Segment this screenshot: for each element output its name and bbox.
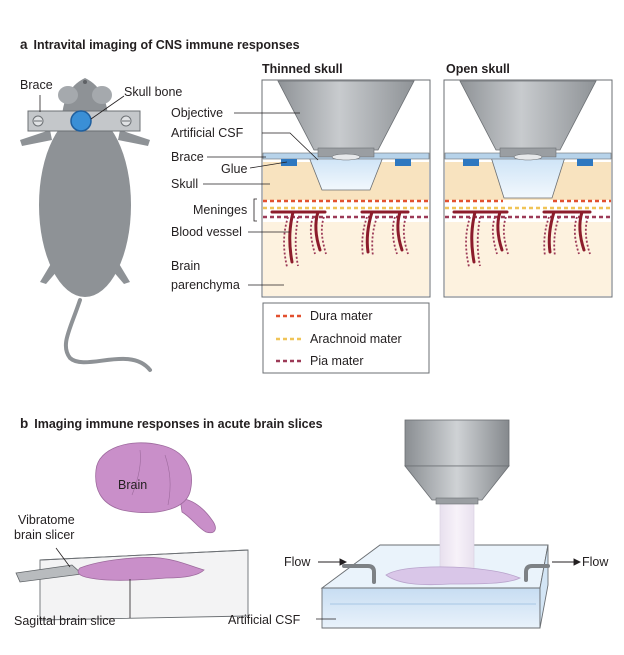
label-sagittal-slice: Sagittal brain slice	[14, 614, 116, 628]
label-brain: Brain	[171, 259, 201, 273]
meninges-legend	[262, 302, 430, 374]
label-artificial-csf-b: Artificial CSF	[228, 613, 301, 627]
label-blood-vessel: Blood vessel	[171, 225, 242, 239]
mouse-left-ear	[58, 86, 78, 104]
flow-arrows	[318, 558, 582, 566]
label-parenchyma: parenchyma	[171, 278, 240, 292]
label-brace-mouse: Brace	[20, 78, 53, 92]
flow-out-tube	[524, 564, 550, 582]
mouse-tail	[63, 298, 152, 372]
thinned-leader-lines	[203, 112, 319, 286]
label-skull: Skull	[171, 177, 199, 191]
label-objective: Objective	[171, 106, 224, 120]
panel-a-letter: a	[20, 37, 28, 52]
thinned-skull-panel	[261, 79, 431, 298]
mouse-left-front-paw	[20, 130, 52, 146]
thinned-skull-title: Thinned skull	[262, 62, 343, 76]
panel-b-title-text: Imaging immune responses in acute brain …	[34, 417, 323, 431]
open-skull-title: Open skull	[446, 62, 510, 76]
whole-brain	[95, 442, 216, 534]
label-skull-bone: Skull bone	[124, 85, 183, 99]
label-flow-in: Flow	[284, 555, 311, 569]
open-objective	[459, 80, 597, 151]
panel-b-title: b Imaging immune responses in acute brain…	[20, 416, 323, 431]
light-beam	[439, 499, 475, 579]
label-artificial-csf: Artificial CSF	[171, 126, 244, 140]
open-skull-panel	[443, 79, 613, 298]
mouse-illustration	[20, 78, 152, 372]
label-vibratome: Vibratome	[18, 513, 75, 527]
label-brain-slicer: brain slicer	[14, 528, 75, 542]
mouse-body	[39, 113, 131, 297]
legend-label-arachnoid: Arachnoid mater	[310, 332, 402, 346]
legend-label-pia: Pia mater	[310, 354, 364, 368]
panel-a-title: a Intravital imaging of CNS immune respon…	[20, 37, 300, 52]
label-glue: Glue	[221, 162, 248, 176]
open-csf	[490, 156, 566, 199]
label-meninges: Meninges	[193, 203, 248, 217]
thinned-csf	[308, 156, 384, 191]
thinned-objective	[277, 80, 415, 151]
label-brace: Brace	[171, 150, 204, 164]
slice-objective	[404, 419, 510, 505]
skull-window	[70, 110, 92, 132]
label-brain-b: Brain	[118, 478, 148, 492]
slice-in-dish	[385, 566, 521, 586]
mouse-right-ear	[92, 86, 112, 104]
flow-in-tube	[342, 564, 376, 584]
legend-label-dura: Dura mater	[310, 309, 373, 323]
mouse-right-front-paw	[118, 130, 150, 146]
panel-a-title-text: Intravital imaging of CNS immune respons…	[33, 38, 300, 52]
perfusion-dish	[320, 544, 549, 629]
label-flow-out: Flow	[582, 555, 609, 569]
mouse-nose	[83, 80, 87, 84]
sagittal-slice	[77, 557, 205, 581]
panel-b-letter: b	[20, 416, 29, 431]
